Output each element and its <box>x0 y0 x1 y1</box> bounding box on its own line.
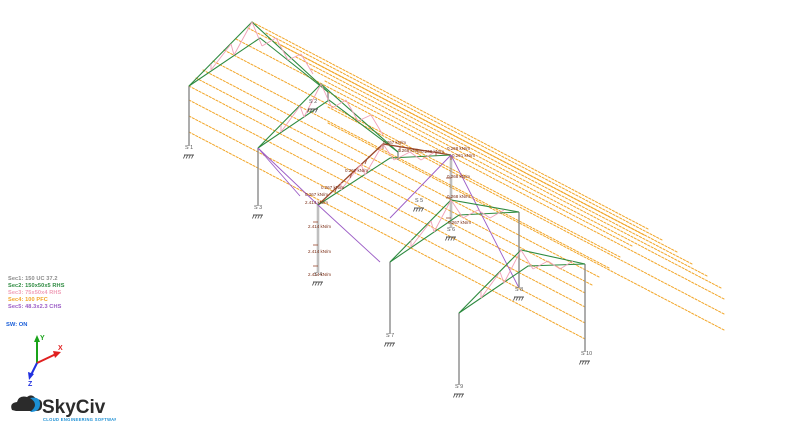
axis-orientation-gizmo[interactable]: X Y Z <box>8 330 68 386</box>
support-node-10[interactable]: S 10 <box>578 351 592 365</box>
node-label: S 3 <box>254 205 262 211</box>
load-value-label: 0.268 kN/m <box>421 149 444 154</box>
support-node-6[interactable]: S 6 <box>444 227 456 241</box>
support-node-7[interactable]: S 7 <box>383 333 395 347</box>
portal-frame-1 <box>188 21 329 146</box>
self-weight-status: SW: ON <box>6 322 28 328</box>
node-label: S 7 <box>386 333 394 339</box>
load-value-label: 0.261 kN/m <box>452 153 475 158</box>
load-value-label: 2.414 kN/m <box>305 200 328 205</box>
y-axis-label: Y <box>40 335 45 342</box>
load-value-label: 0.267 kN/m <box>305 192 328 197</box>
load-value-label: 2.414 kN/m <box>308 249 331 254</box>
node-label: S 5 <box>415 198 423 204</box>
support-node-9[interactable]: S 9 <box>452 384 464 398</box>
x-axis-label: X <box>58 345 63 352</box>
support-node-5[interactable]: S 5 <box>412 198 424 212</box>
logo-tagline: CLOUD ENGINEERING SOFTWARE <box>43 417 116 422</box>
portal-frame-2 <box>257 83 399 206</box>
load-value-label: 0.267 kN/m <box>383 140 406 145</box>
legend-item-sec1: Sec1: 150 UC 37.2 <box>8 276 58 282</box>
load-value-label: 0.268 kN/m <box>447 146 470 151</box>
support-node-3[interactable]: S 3 <box>251 205 263 219</box>
node-label: S 1 <box>185 145 193 151</box>
load-value-label: 0.267 kN/m <box>321 185 344 190</box>
load-value-label: 0.268 kN/m <box>447 194 470 199</box>
support-layer: S 1 S 2 S 3 S 4 S 5 S 6 S 7 S 8 S 9 S 10 <box>182 99 592 398</box>
y-axis-arrow <box>34 335 40 363</box>
legend-item-sec5: Sec5: 48.3x2.3 CHS <box>8 304 62 311</box>
load-value-label: 2.414 kN/m <box>308 272 331 277</box>
z-axis-arrow <box>28 362 38 380</box>
load-value-label: 0.268 kN/m <box>398 148 421 153</box>
cloud-icon <box>11 395 43 412</box>
load-value-label: 0.268 kN/m <box>447 174 470 179</box>
node-label: S 6 <box>447 227 455 233</box>
node-label: S 8 <box>515 287 523 293</box>
legend-item-sec2: Sec2: 150x50x5 RHS <box>8 283 65 290</box>
node-label: S 10 <box>581 351 592 357</box>
portal-frame-4 <box>389 199 520 334</box>
x-axis-arrow <box>36 351 61 364</box>
logo-wordmark: SkyCiv <box>42 397 106 418</box>
support-node-1[interactable]: S 1 <box>182 145 194 159</box>
load-value-label: 0.267 kN/m <box>345 168 368 173</box>
purlin-group <box>188 21 725 340</box>
node-label: S 9 <box>455 384 463 390</box>
load-value-label: 0.267 kN/m <box>448 220 471 225</box>
support-node-8[interactable]: S 8 <box>512 287 524 301</box>
legend-item-sec3: Sec3: 75x50x4 RHS <box>8 290 62 297</box>
z-axis-label: Z <box>28 381 33 386</box>
support-node-4[interactable]: S 4 <box>311 272 323 286</box>
node-label: S 2 <box>309 99 317 105</box>
portal-frame-3 <box>313 143 520 289</box>
section-legend: Sec1: 150 UC 37.2 Sec2: 150x50x5 RHS Sec… <box>8 276 65 311</box>
node-label: S 4 <box>314 272 322 278</box>
legend-item-sec4: Sec4: 100 PFC <box>8 297 48 304</box>
support-node-2[interactable]: S 2 <box>306 99 318 113</box>
distributed-load-ticks <box>313 144 452 267</box>
skyciv-logo: SkyCiv CLOUD ENGINEERING SOFTWARE <box>11 395 116 422</box>
load-value-label: 2.414 kN/m <box>308 224 331 229</box>
portal-frame-5 <box>458 249 586 385</box>
